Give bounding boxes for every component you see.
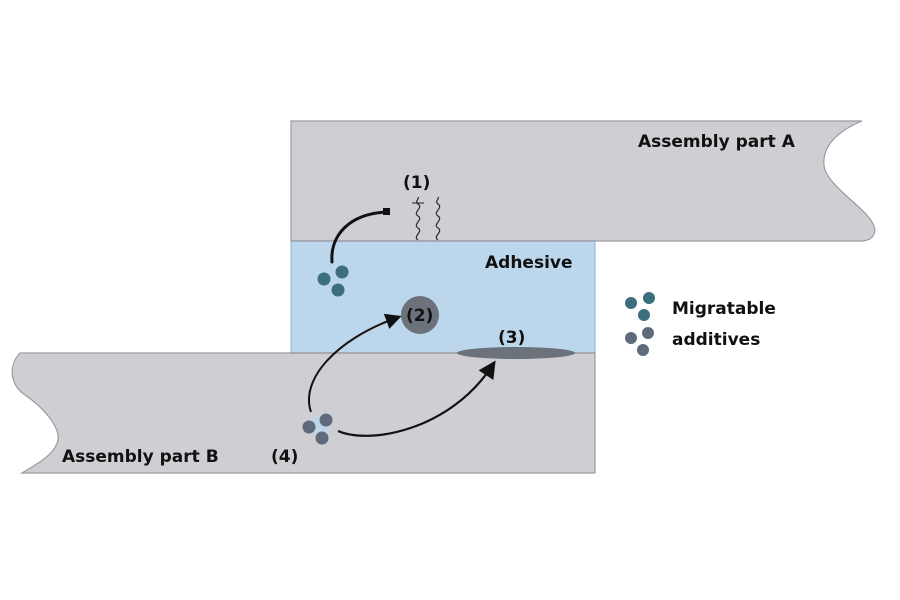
label-step-4: (4) <box>271 447 298 467</box>
emission-wave-icon <box>435 196 441 241</box>
emission-wave-icon <box>415 196 421 241</box>
additive-cluster-adhesive <box>317 265 349 297</box>
label-assembly-part-a: Assembly part A <box>638 132 796 152</box>
arrow-migration-1 <box>330 210 390 264</box>
interface-accumulation-3 <box>457 347 575 359</box>
assembly-part-b <box>11 352 596 474</box>
legend-label-line2: additives <box>672 330 760 350</box>
label-step-3: (3) <box>498 328 525 348</box>
arrow-migration-3 <box>337 360 496 437</box>
label-step-1: (1) <box>403 173 430 193</box>
label-assembly-part-b: Assembly part B <box>62 447 219 467</box>
aggregate-blob-2 <box>401 296 439 334</box>
legend: Migratable additives <box>625 292 776 356</box>
label-step-2: (2) <box>406 306 433 326</box>
arrow-migration-2 <box>308 313 402 413</box>
legend-label-line1: Migratable <box>672 299 776 319</box>
additive-cluster-part-b <box>302 413 333 445</box>
legend-additive-icon <box>625 292 655 356</box>
label-adhesive: Adhesive <box>485 253 573 273</box>
adhesive-layer <box>290 240 596 354</box>
